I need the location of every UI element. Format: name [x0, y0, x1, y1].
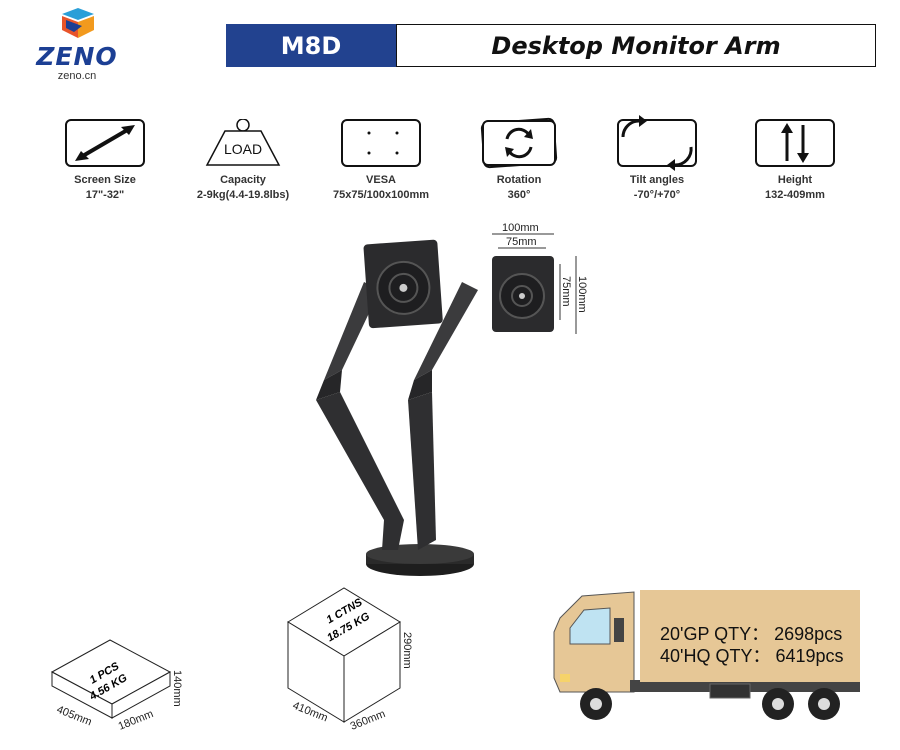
- spec-value: 2-9kg(4.4-19.8lbs): [196, 189, 290, 201]
- model-label: M8D: [226, 24, 396, 67]
- gp-qty: 20'GP QTY： 2698pcs: [660, 624, 843, 644]
- box-length-label: 405mm: [55, 704, 94, 729]
- spec-value: 360°: [507, 189, 531, 201]
- brand-name: ZENO: [36, 42, 118, 71]
- spec-height: Height 132-409mm: [730, 119, 860, 201]
- spec-tilt: Tilt angles -70°/+70°: [592, 115, 722, 201]
- spec-label: VESA: [366, 174, 396, 186]
- hq-qty: 40'HQ QTY： 6419pcs: [660, 646, 844, 666]
- page-title: Desktop Monitor Arm: [396, 24, 876, 67]
- spec-capacity: LOAD Capacity 2-9kg(4.4-19.8lbs): [178, 119, 308, 201]
- vesa-outer-width: 100mm: [502, 222, 539, 234]
- spec-rotation: Rotation 360°: [454, 117, 584, 201]
- spec-label: Tilt angles: [629, 174, 685, 186]
- tilt-icon: [617, 115, 697, 171]
- vesa-outer-height: 100mm: [576, 276, 588, 313]
- brand-site: zeno.cn: [57, 70, 97, 82]
- logo-mark-icon: [62, 8, 94, 38]
- vesa-inner-width: 75mm: [506, 236, 537, 248]
- spec-vesa: VESA 75x75/100x100mm: [316, 119, 446, 201]
- carton-height-label: 290mm: [401, 632, 413, 669]
- load-weight-icon: LOAD: [203, 119, 283, 167]
- monitor-arm-illustration: 100mm 75mm 75mm 100mm: [316, 222, 588, 576]
- spec-label: Capacity: [220, 174, 266, 186]
- spec-value: 132-409mm: [765, 189, 825, 201]
- carton-diagram: 1 CTNS 18.75 KG 410mm 360mm 290mm: [287, 587, 413, 733]
- spec-value: 75x75/100x100mm: [332, 189, 430, 201]
- vesa-icon: [341, 119, 421, 167]
- container-qty-panel: 20'GP QTY： 2698pcs 40'HQ QTY： 6419pcs: [640, 590, 860, 682]
- vesa-inner-height: 75mm: [560, 276, 572, 307]
- load-text: LOAD: [223, 141, 263, 157]
- brand-logo: ZENO zeno.cn: [22, 8, 132, 86]
- box-height-label: 140mm: [171, 670, 183, 707]
- spec-value: -70°/+70°: [633, 189, 681, 201]
- screen-size-icon: [65, 119, 145, 167]
- single-box-diagram: 1 PCS 4.56 KG 405mm 180mm 140mm: [50, 639, 183, 733]
- spec-label: Rotation: [496, 174, 542, 186]
- spec-label: Height: [777, 174, 813, 186]
- spec-screen-size: Screen Size 17"-32": [40, 119, 170, 201]
- spec-label: Screen Size: [74, 174, 136, 186]
- truck-icon: [553, 591, 860, 720]
- rotation-icon: [479, 117, 559, 169]
- spec-value: 17"-32": [85, 189, 125, 201]
- height-icon: [755, 119, 835, 167]
